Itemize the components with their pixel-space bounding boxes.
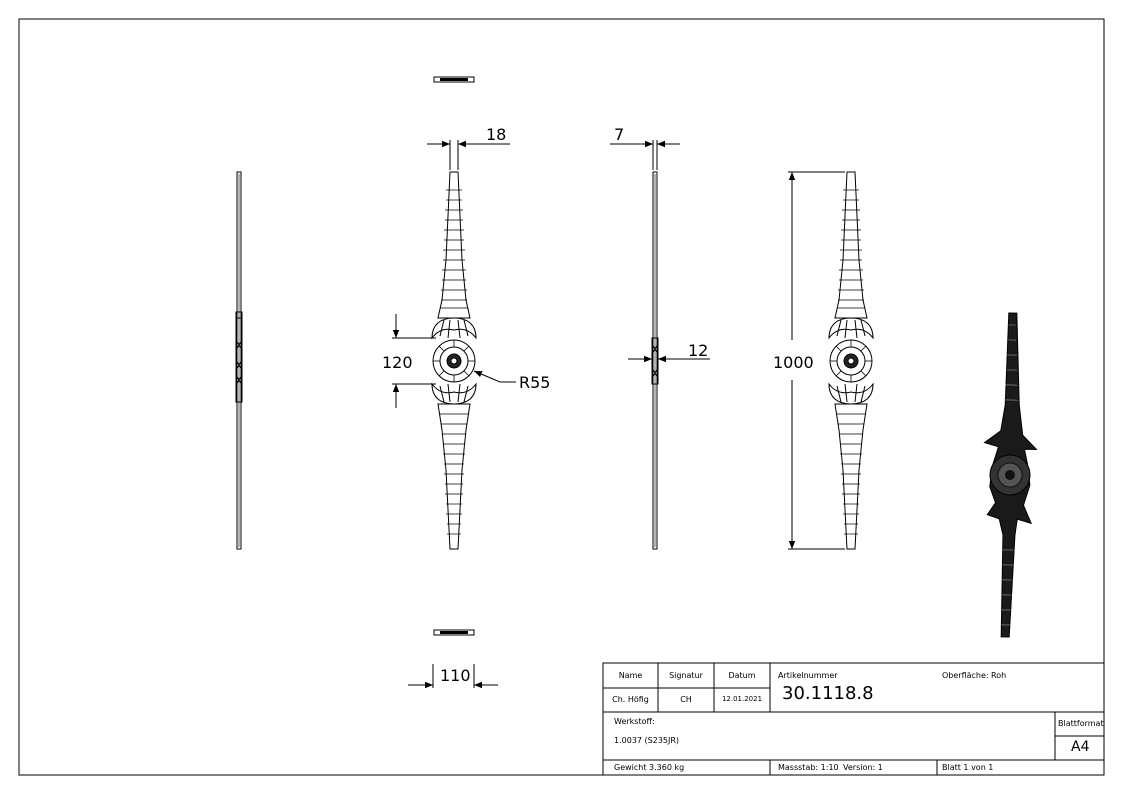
tb-blattformat-label: Blattformat [1058, 719, 1104, 728]
tb-massstab: Massstab: 1:10 [778, 763, 839, 772]
tb-signatur: CH [680, 695, 692, 704]
dim-length [788, 171, 845, 550]
tb-blattformat: A4 [1071, 739, 1090, 755]
tb-blatt: Blatt 1 von 1 [942, 763, 994, 772]
side-view [651, 171, 659, 550]
dim-width-top [427, 140, 510, 170]
tb-werkstoff: 1.0037 (S235JR) [614, 736, 680, 745]
tb-werkstoff-label: Werkstoff: [614, 717, 655, 726]
tb-header-name: Name [618, 671, 643, 680]
tb-version: Version: 1 [843, 763, 883, 772]
front-view-right [828, 171, 874, 550]
dim-label-110: 110 [440, 666, 471, 685]
dim-label-7: 7 [614, 125, 624, 144]
dim-label-120: 120 [382, 353, 413, 372]
tb-header-datum: Datum [728, 671, 756, 680]
side-view-left [235, 171, 243, 550]
dim-radius [473, 370, 516, 383]
tb-name: Ch. Höfig [612, 695, 649, 704]
top-view [433, 76, 475, 83]
tb-artikelnummer-label: Artikelnummer [778, 671, 838, 680]
tb-oberflaeche: Roh [991, 671, 1007, 680]
dim-label-r55: R55 [519, 373, 550, 392]
tb-gewicht: Gewicht 3.360 kg [614, 763, 685, 772]
tb-artikelnummer: 30.1118.8 [782, 683, 874, 704]
dim-label-1000: 1000 [773, 353, 814, 372]
tb-header-signatur: Signatur [669, 671, 703, 680]
dim-label-18: 18 [486, 125, 506, 144]
sheet-border [18, 18, 1105, 776]
front-view [431, 171, 477, 550]
tb-oberflaeche-label: Oberfläche: [942, 671, 989, 680]
title-block-frame [602, 662, 1105, 776]
dim-thickness [610, 140, 680, 170]
dim-label-12: 12 [688, 341, 708, 360]
bottom-view [433, 629, 475, 636]
dim-center-height [392, 314, 436, 408]
tb-datum: 12.01.2021 [721, 695, 763, 703]
isometric-view [983, 312, 1038, 638]
dim-width-total [408, 664, 498, 689]
